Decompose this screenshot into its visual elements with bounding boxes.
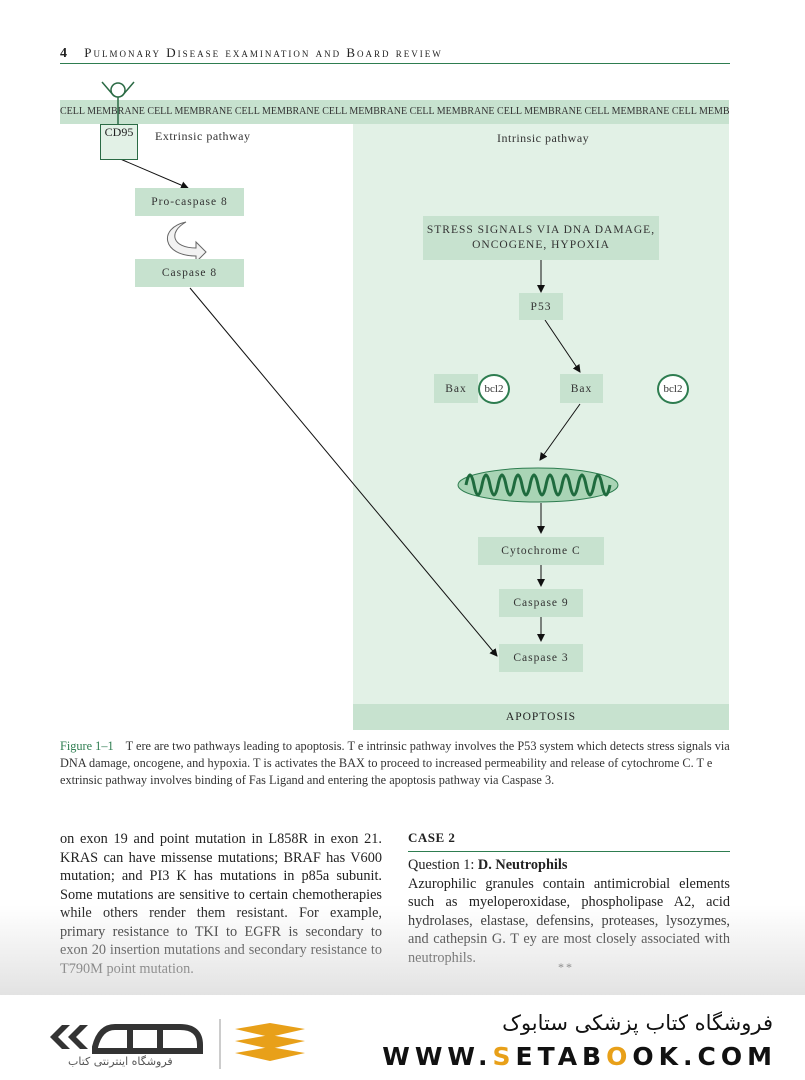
caspase9-box: Caspase 9 (499, 589, 583, 617)
url-a: A (557, 1042, 583, 1071)
url-o2: O (632, 1042, 659, 1071)
mitochondria-icon (457, 467, 619, 503)
arrow-p53-bax (544, 319, 581, 373)
figure-arrows (101, 81, 619, 657)
caspase8-box: Caspase 8 (135, 259, 244, 287)
setabook-logo-icon (50, 1019, 305, 1069)
procaspase8-box: Pro-caspase 8 (135, 188, 244, 216)
caspase3-box: Caspase 3 (499, 644, 583, 672)
question-line: Question 1: D. Neutrophils (408, 856, 730, 875)
cytochrome-c-box: Cytochrome C (478, 537, 604, 565)
caption-text: T ere are two pathways leading to apopto… (60, 739, 730, 787)
fas-ligand-receptor-icon (101, 81, 135, 124)
header-rule (60, 63, 730, 64)
case-heading: CASE 2 (408, 830, 456, 845)
url-pre: WWW. (382, 1042, 493, 1071)
footer-banner: فروشگاه اینترنتی کتاب (0, 995, 805, 1080)
figure-label: Figure 1–1 (60, 739, 114, 753)
shop-name: فروشگاه کتاب پزشکی ستابوک (502, 1011, 773, 1035)
page-number: 4 (60, 46, 69, 61)
stress-signals-box: STRESS SIGNALS VIA DNA DAMAGE, ONCOGENE,… (423, 216, 659, 260)
bcl2-left-circle: bcl2 (478, 374, 510, 404)
running-header: 4 Pulmonary Disease examination and Boar… (60, 45, 443, 62)
extrinsic-label: Extrinsic pathway (155, 129, 251, 143)
arrow-bax-mito (539, 403, 581, 461)
running-title: Pulmonary Disease examination and Board … (84, 45, 443, 60)
bax-left-box: Bax (434, 374, 478, 403)
stress-line-2: ONCOGENE, HYPOXIA (472, 239, 610, 251)
cell-membrane: CELL MEMBRANE CELL MEMBRANE CELL MEMBRAN… (60, 100, 729, 124)
case-rule (408, 851, 730, 852)
url-e: E (515, 1042, 538, 1071)
arrow-cd95-procaspase (117, 157, 189, 189)
bottom-fade (0, 905, 805, 1005)
url-s: S (492, 1042, 516, 1071)
cd95-box: CD95 (100, 124, 138, 160)
url-post: .COM (683, 1042, 777, 1071)
url-b: B (582, 1042, 607, 1071)
answer: D. Neutrophils (477, 857, 568, 873)
bcl2-right-circle: bcl2 (657, 374, 689, 404)
bax-mid-box: Bax (560, 374, 603, 403)
logo-subtitle: فروشگاه اینترنتی کتاب (68, 1055, 173, 1068)
url-o: O (606, 1042, 633, 1071)
curved-arrow-icon (167, 221, 207, 264)
url-t: T (537, 1042, 558, 1071)
apoptosis-bar: APOPTOSIS (353, 704, 729, 730)
arrow-caspase8-caspase3 (189, 287, 498, 657)
question-label: Question 1: (408, 857, 475, 873)
shop-url: WWW.SETABOOK.COM (382, 1042, 777, 1071)
stress-line-1: STRESS SIGNALS VIA DNA DAMAGE, (426, 224, 656, 236)
intrinsic-label: Intrinsic pathway (497, 131, 590, 145)
url-k: K (658, 1042, 684, 1071)
p53-box: P53 (519, 293, 563, 320)
